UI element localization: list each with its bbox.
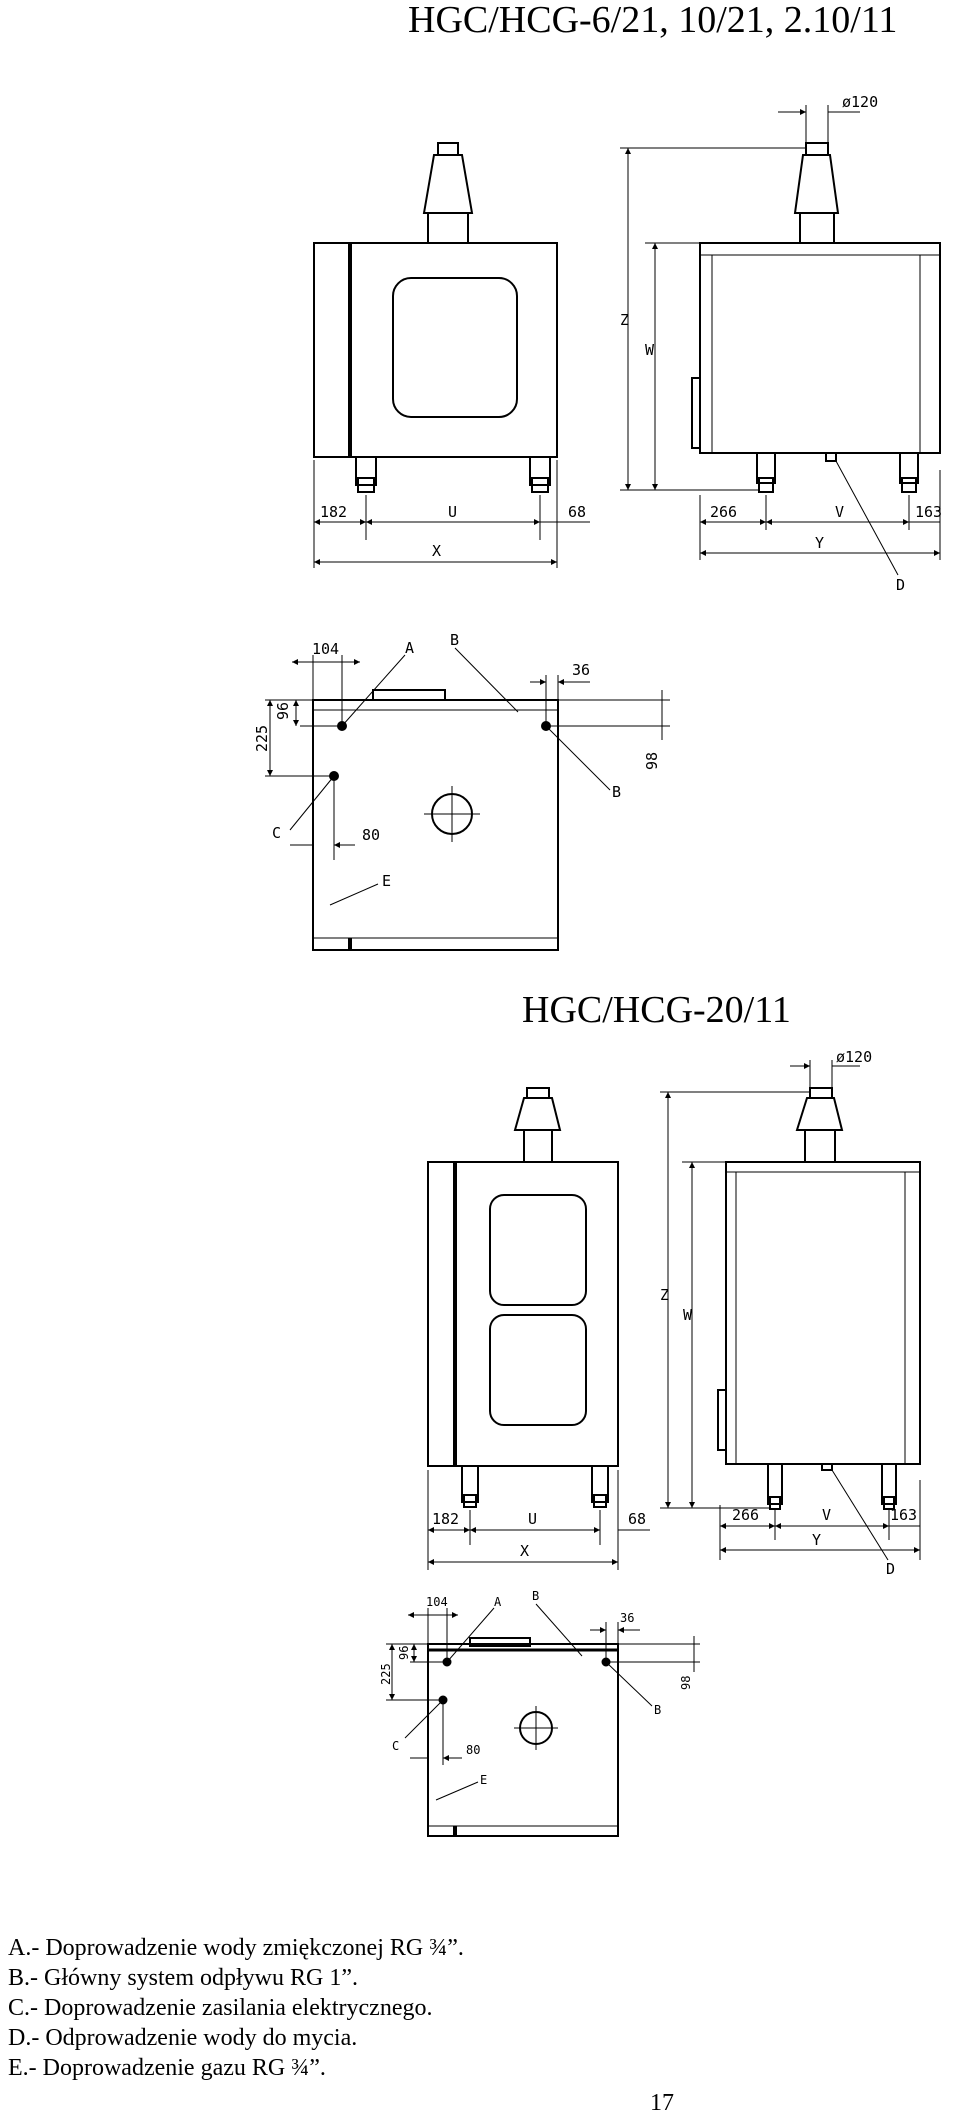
d1-side-dim-diameter: ø120	[842, 93, 878, 111]
legend-item-b: B.- Główny system odpływu RG 1”.	[8, 1965, 358, 1991]
d1-side-dim-y: Y	[815, 534, 824, 552]
d1-side-dim-z: Z	[620, 311, 629, 329]
d1-front-dim-x: X	[432, 542, 441, 560]
d2-side-dim-266: 266	[732, 1506, 759, 1524]
d1-top-label-a: A	[405, 639, 414, 657]
d2-top-label-c: C	[392, 1739, 399, 1753]
d1-side-dim-w: W	[645, 341, 655, 359]
d2-top-label-b-right: B	[654, 1703, 661, 1717]
d1-top-label-b-right: B	[612, 783, 621, 801]
d2-side-dim-v: V	[822, 1506, 831, 1524]
d2-top-dim-96: 96	[397, 1646, 411, 1660]
d1-top-label-e: E	[382, 872, 391, 890]
d2-side-view	[660, 1060, 921, 1561]
d1-side-dim-v: V	[835, 503, 844, 521]
d2-top-label-a: A	[494, 1595, 502, 1609]
d1-front-view	[313, 142, 590, 568]
d1-front-dim-182: 182	[320, 503, 347, 521]
legend-item-a: A.- Doprowadzenie wody zmiękczonej RG ¾”…	[8, 1935, 464, 1961]
d2-front-dim-182: 182	[432, 1510, 459, 1528]
d1-top-label-c: C	[272, 824, 281, 842]
page-number: 17	[650, 2090, 674, 2116]
d1-top-dim-104: 104	[312, 640, 339, 658]
d2-side-dim-diameter: ø120	[836, 1048, 872, 1066]
d2-side-dim-z: Z	[660, 1286, 669, 1304]
d2-side-dim-w: W	[683, 1306, 693, 1324]
section-title-hgc-20-11: HGC/HCG-20/11	[522, 989, 791, 1031]
d2-side-label-d: D	[886, 1560, 895, 1578]
d1-front-dim-u: U	[448, 503, 457, 521]
page-title-top: HGC/HCG-6/21, 10/21, 2.10/11	[408, 0, 898, 41]
d2-front-dim-x: X	[520, 1542, 529, 1560]
d1-side-label-d: D	[896, 576, 905, 594]
d2-top-dim-98: 98	[679, 1676, 693, 1690]
d2-side-dim-y: Y	[812, 1531, 821, 1549]
d1-top-dim-80: 80	[362, 826, 380, 844]
d1-top-dim-225: 225	[253, 725, 271, 752]
d1-side-dim-163: 163	[915, 503, 942, 521]
d2-top-label-e: E	[480, 1773, 487, 1787]
d2-top-dim-225: 225	[379, 1663, 393, 1685]
d1-top-dim-36: 36	[572, 661, 590, 679]
d1-top-label-b-top: B	[450, 631, 459, 649]
d1-top-dim-98: 98	[643, 752, 661, 770]
d2-side-dim-163: 163	[890, 1506, 917, 1524]
d1-top-view	[265, 647, 670, 951]
d2-front-view	[427, 1087, 650, 1570]
d2-front-dim-u: U	[528, 1510, 537, 1528]
d2-top-label-b-top: B	[532, 1589, 539, 1603]
legend-item-d: D.- Odprowadzenie wody do mycia.	[8, 2025, 358, 2051]
legend-item-c: C.- Doprowadzenie zasilania elektryczneg…	[8, 1995, 433, 2021]
d1-side-dim-266: 266	[710, 503, 737, 521]
d2-top-dim-104: 104	[426, 1595, 448, 1609]
legend-item-e: E.- Doprowadzenie gazu RG ¾”.	[8, 2055, 326, 2081]
d2-top-dim-36: 36	[620, 1611, 634, 1625]
legend: A.- Doprowadzenie wody zmiękczonej RG ¾”…	[8, 1933, 464, 2083]
d1-front-dim-68: 68	[568, 503, 586, 521]
d2-front-dim-68: 68	[628, 1510, 646, 1528]
d2-top-view	[386, 1603, 700, 1837]
d2-top-dim-80: 80	[466, 1743, 480, 1757]
d1-top-dim-96: 96	[274, 702, 292, 720]
d1-side-view	[620, 105, 941, 576]
